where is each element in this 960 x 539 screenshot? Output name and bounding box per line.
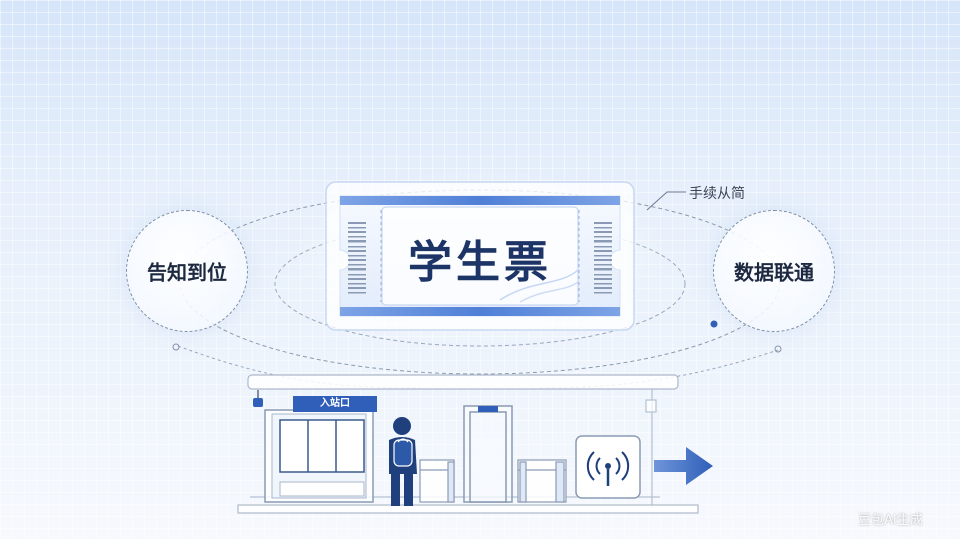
node-left: 告知到位 [126, 210, 248, 332]
left-barcode [348, 222, 366, 294]
annotation-label: 手续从简 [689, 186, 745, 202]
annotation-leader [646, 191, 686, 211]
entrance-booth [264, 396, 377, 503]
turnstile-right [517, 459, 567, 503]
turnstile-left [419, 459, 455, 503]
left-small-dot [172, 343, 180, 351]
right-small-dot [774, 345, 782, 353]
station-roof [247, 374, 679, 390]
watermark: 豆包AI生成 [858, 513, 923, 528]
camera-icon [253, 390, 263, 407]
station [237, 374, 699, 514]
node-right-label: 数据联通 [734, 260, 814, 285]
nfc-reader-icon [575, 435, 641, 499]
right-barcode [594, 222, 612, 294]
right-filled-dot [710, 320, 718, 328]
ticket-title: 学生票 [408, 237, 552, 288]
node-left-label: 告知到位 [147, 260, 227, 285]
entrance-sign: 入站口 [320, 398, 350, 409]
direction-arrow-icon [654, 447, 713, 485]
student-figure [389, 417, 417, 506]
node-right: 数据联通 [713, 210, 835, 332]
security-gate [463, 405, 513, 503]
student-ticket [325, 181, 635, 331]
